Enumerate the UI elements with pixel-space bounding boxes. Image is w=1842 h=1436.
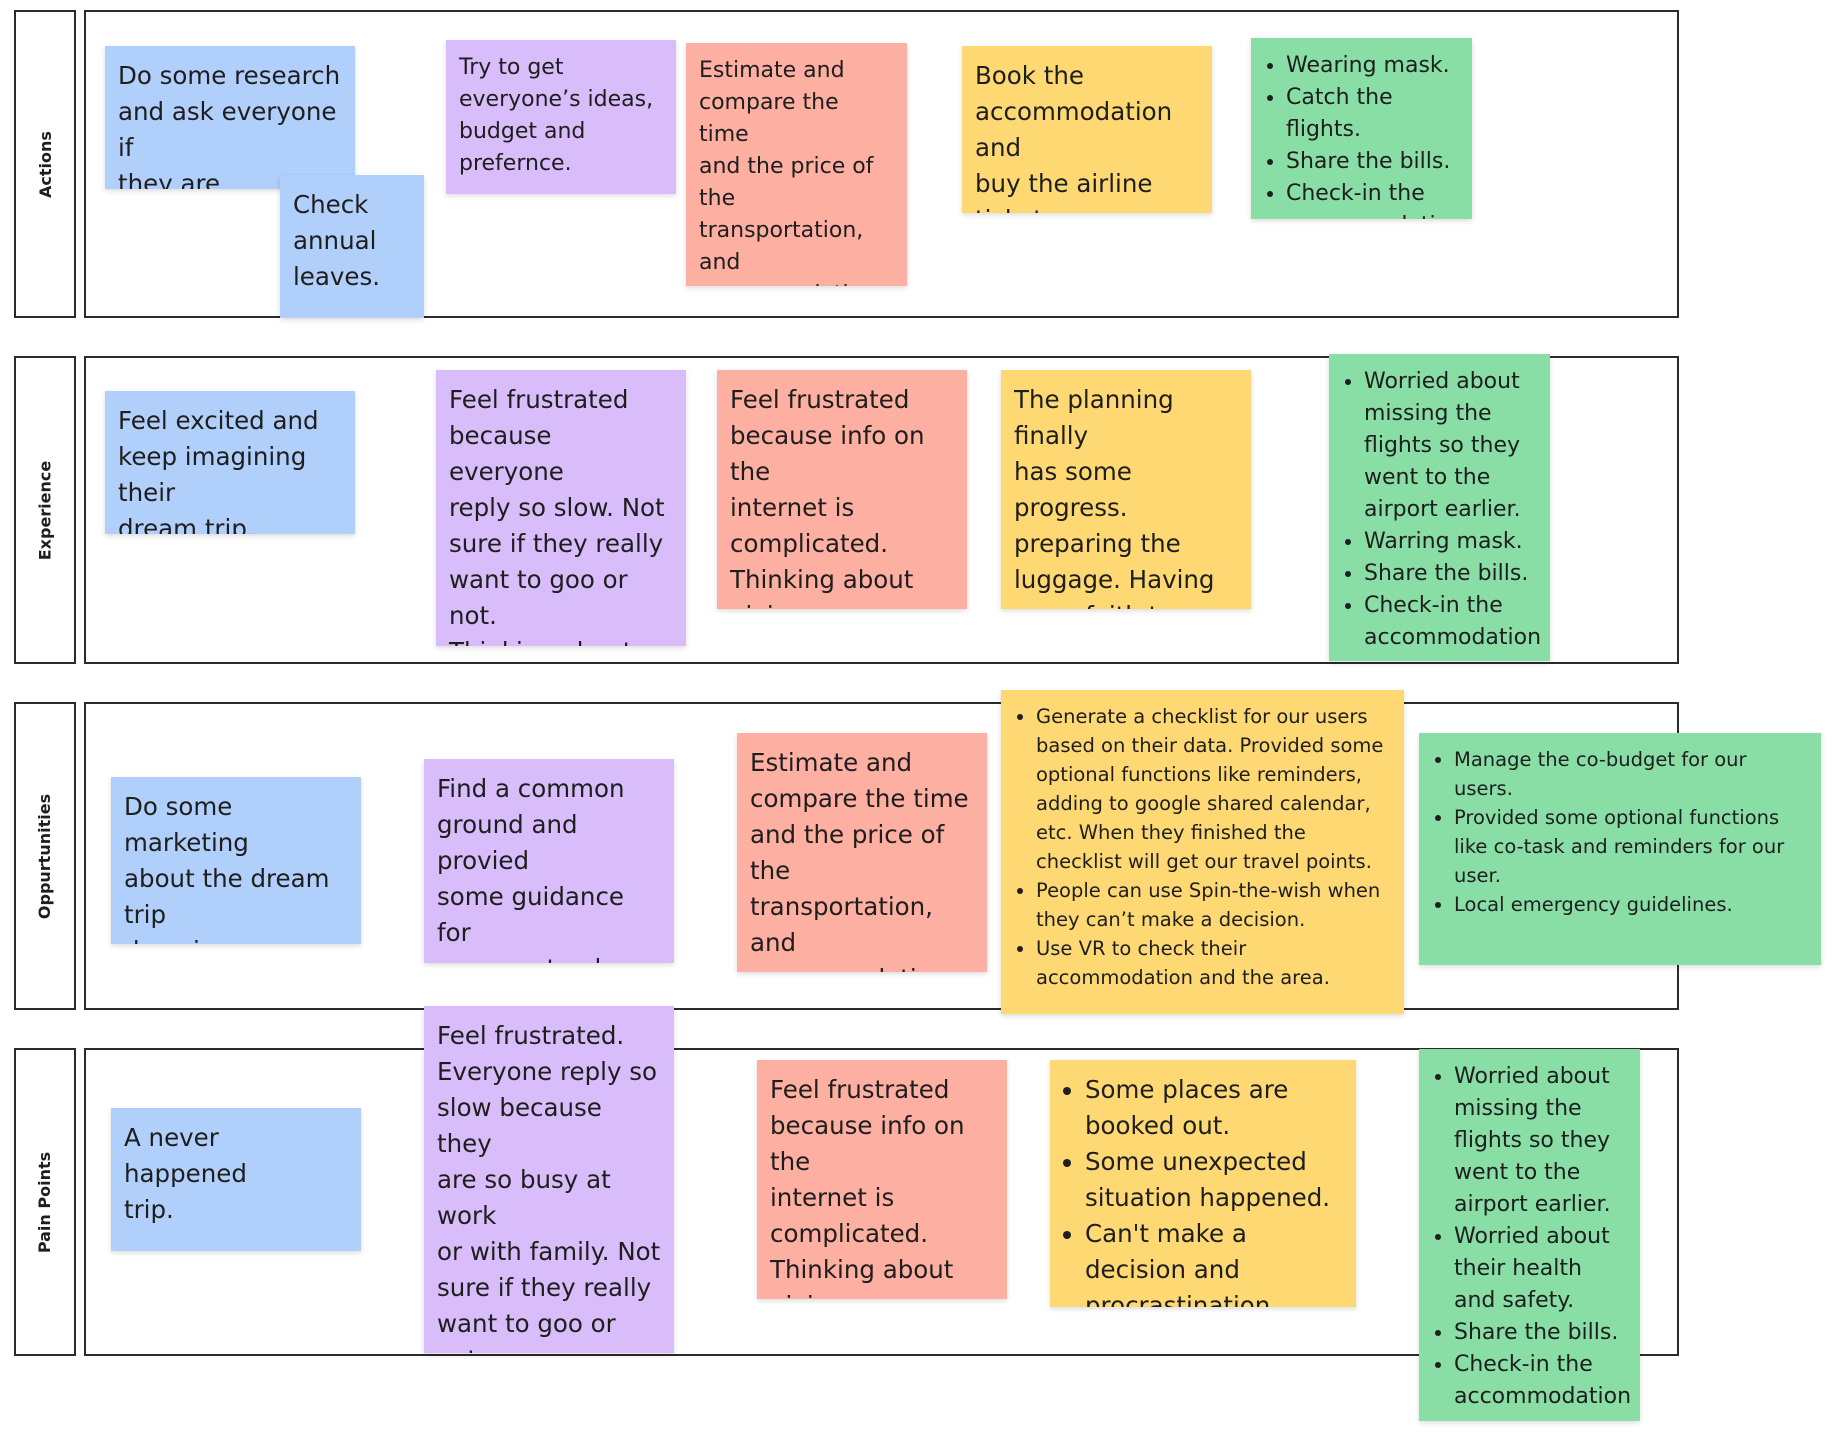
sticky-note-text: Do some marketing about the dream trip d…: [124, 792, 330, 944]
bullet-item: People can use Spin-the-wish when they c…: [1036, 876, 1392, 934]
sticky-note-estimate-actions[interactable]: Estimate and compare the time and the pr…: [686, 43, 907, 286]
sticky-note-text: Do some research and ask everyone if the…: [118, 61, 341, 189]
sticky-note-frustrated-info-pain[interactable]: Feel frustrated because info on the inte…: [757, 1060, 1007, 1299]
bullet-item: Some unexpected situation happened.: [1085, 1144, 1344, 1216]
sticky-note-checklist[interactable]: Generate a checklist for our users based…: [1001, 690, 1404, 1014]
row-label-opportunities: Oppurtunities: [14, 702, 76, 1010]
sticky-note-annual-leaves[interactable]: Check annual leaves.: [280, 175, 424, 318]
bullet-item: Can't make a decision and procrastinatio…: [1085, 1216, 1344, 1307]
sticky-note-text: Feel frustrated because info on the inte…: [770, 1075, 965, 1299]
bullet-item: Warring mask.: [1364, 526, 1538, 558]
sticky-note-trip-actions[interactable]: Wearing mask. Catch the flights. Share t…: [1251, 38, 1472, 219]
sticky-note-text: A never happened trip.: [124, 1123, 247, 1224]
sticky-note-text: Estimate and compare the time and the pr…: [750, 748, 969, 972]
row-label-experience: Experience: [14, 356, 76, 664]
bullet-item: Some places are booked out.: [1085, 1072, 1344, 1144]
sticky-note-text: Feel frustrated because everyone reply s…: [449, 385, 665, 646]
bullet-item: Provided some optional functions like co…: [1454, 803, 1809, 890]
sticky-note-book[interactable]: Book the accommodation and buy the airli…: [962, 46, 1212, 213]
bullet-list: Generate a checklist for our users based…: [1014, 702, 1392, 992]
sticky-note-excited[interactable]: Feel excited and keep imagining their dr…: [105, 391, 355, 534]
bullet-item: Worried about missing the flights so the…: [1364, 366, 1538, 526]
sticky-note-trip-experience[interactable]: Worried about missing the flights so the…: [1329, 354, 1550, 661]
bullet-item: Check-in the accommodation: [1364, 590, 1541, 654]
bullet-item: Check-in the accommodation: [1454, 1349, 1631, 1413]
sticky-note-common-ground[interactable]: Find a common ground and provied some gu…: [424, 759, 674, 963]
sticky-note-issues[interactable]: Some places are booked out. Some unexpec…: [1050, 1060, 1356, 1307]
row-label-experience-text: Experience: [35, 460, 55, 560]
bullet-item: Share the bills.: [1364, 558, 1538, 590]
row-label-pain-points: Pain Points: [14, 1048, 76, 1356]
bullet-list: Manage the co-budget for our users. Prov…: [1432, 745, 1809, 919]
sticky-note-frustrated-busy[interactable]: Feel frustrated. Everyone reply so slow …: [424, 1006, 674, 1353]
sticky-note-frustrated-reply[interactable]: Feel frustrated because everyone reply s…: [436, 370, 686, 646]
bullet-item: Local emergency guidelines.: [1454, 890, 1809, 919]
row-label-opportunities-text: Oppurtunities: [35, 793, 55, 919]
bullet-list: Wearing mask. Catch the flights. Share t…: [1264, 50, 1463, 219]
bullet-item: Check-in the accommodation: [1286, 178, 1463, 219]
sticky-note-marketing[interactable]: Do some marketing about the dream trip d…: [111, 777, 361, 944]
sticky-note-frustrated-info-exp[interactable]: Feel frustrated because info on the inte…: [717, 370, 967, 609]
sticky-note-text: The planning finally has some progress. …: [1014, 385, 1215, 609]
bullet-item: Worried about missing the flights so the…: [1454, 1061, 1628, 1221]
row-label-actions-text: Actions: [35, 130, 55, 198]
sticky-note-estimate-opportunities[interactable]: Estimate and compare the time and the pr…: [737, 733, 987, 972]
sticky-note-text: Feel excited and keep imagining their dr…: [118, 406, 319, 534]
bullet-list: Worried about missing the flights so the…: [1432, 1061, 1631, 1413]
bullet-item: Manage the co-budget for our users.: [1454, 745, 1809, 803]
sticky-note-ideas[interactable]: Try to get everyone’s ideas, budget and …: [446, 40, 676, 194]
row-label-actions: Actions: [14, 10, 76, 318]
sticky-note-research[interactable]: Do some research and ask everyone if the…: [105, 46, 355, 189]
sticky-note-progress[interactable]: The planning finally has some progress. …: [1001, 370, 1251, 609]
sticky-note-text: Feel frustrated. Everyone reply so slow …: [437, 1021, 661, 1353]
bullet-item: Use VR to check their accommodation and …: [1036, 934, 1392, 992]
bullet-item: Generate a checklist for our users based…: [1036, 702, 1392, 876]
sticky-note-text: Book the accommodation and buy the airli…: [975, 61, 1173, 213]
sticky-note-text: Estimate and compare the time and the pr…: [699, 58, 883, 286]
sticky-note-text: Feel frustrated because info on the inte…: [730, 385, 925, 609]
bullet-item: Share the bills.: [1286, 146, 1460, 178]
sticky-note-trip-pain[interactable]: Worried about missing the flights so the…: [1419, 1049, 1640, 1421]
sticky-note-text: Try to get everyone’s ideas, budget and …: [459, 55, 654, 176]
sticky-note-co-budget[interactable]: Manage the co-budget for our users. Prov…: [1419, 733, 1821, 965]
sticky-note-text: Check annual leaves.: [293, 190, 381, 291]
bullet-list: Some places are booked out. Some unexpec…: [1063, 1072, 1344, 1307]
bullet-item: Worried about their health and safety.: [1454, 1221, 1628, 1317]
bullet-list: Worried about missing the flights so the…: [1342, 366, 1541, 654]
sticky-note-text: Find a common ground and provied some gu…: [437, 774, 655, 963]
bullet-item: Wearing mask.: [1286, 50, 1460, 82]
row-label-pain-points-text: Pain Points: [35, 1151, 55, 1253]
bullet-item: Catch the flights.: [1286, 82, 1460, 146]
bullet-item: Share the bills.: [1454, 1317, 1628, 1349]
sticky-note-never-happened[interactable]: A never happened trip.: [111, 1108, 361, 1251]
